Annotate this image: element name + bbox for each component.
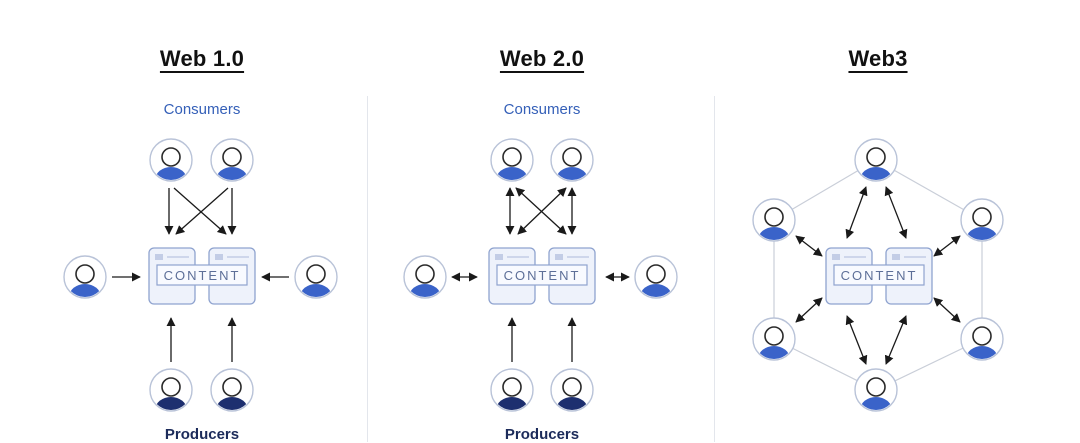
web2-consumer-right-icon bbox=[634, 255, 678, 299]
web3-arrow-bottom-a bbox=[845, 315, 868, 365]
web1-consumers-label: Consumers bbox=[163, 101, 241, 118]
content-label: CONTENT bbox=[504, 268, 581, 283]
web1-consumer-2-icon bbox=[210, 138, 254, 182]
web1-producer-2-icon bbox=[210, 368, 254, 412]
divider-right bbox=[714, 96, 715, 442]
web2-title: Web 2.0 bbox=[499, 46, 585, 71]
web1-producer-1-icon bbox=[149, 368, 193, 412]
web3-title: Web3 bbox=[848, 46, 908, 71]
page-header-block bbox=[495, 254, 503, 260]
web3-arrow-top-b bbox=[884, 186, 908, 239]
web1-arrow-c2-cross bbox=[175, 187, 229, 235]
web2-consumer-1-icon bbox=[490, 138, 534, 182]
web1-content-box: CONTENT bbox=[148, 247, 256, 305]
web1-consumer-left-icon bbox=[63, 255, 107, 299]
web1-consumer-right-icon bbox=[294, 255, 338, 299]
content-label: CONTENT bbox=[841, 268, 918, 283]
web3-node-upper-right-icon bbox=[960, 198, 1004, 242]
web3-arrow-upper-right bbox=[933, 235, 961, 257]
web2-producers-label: Producers bbox=[504, 426, 580, 443]
page-header-block bbox=[215, 254, 223, 260]
page-header-block bbox=[832, 254, 840, 260]
page-header-block bbox=[892, 254, 900, 260]
web2-consumers-label: Consumers bbox=[503, 101, 581, 118]
web3-node-lower-left-icon bbox=[752, 317, 796, 361]
web1-producers-label: Producers bbox=[164, 426, 240, 443]
web3-arrow-bottom-b bbox=[884, 315, 908, 365]
divider-left bbox=[367, 96, 368, 442]
web2-content-box: CONTENT bbox=[488, 247, 596, 305]
web3-arrow-upper-left bbox=[795, 235, 823, 257]
web1-arrow-c1-cross bbox=[173, 187, 227, 235]
web2-arrow-c2-cross bbox=[517, 187, 567, 235]
content-label-box bbox=[833, 264, 925, 286]
web2-producer-1-icon bbox=[490, 368, 534, 412]
web3-node-upper-left-icon bbox=[752, 198, 796, 242]
web2-consumer-left-icon bbox=[403, 255, 447, 299]
web3-node-bottom-icon bbox=[854, 368, 898, 412]
web2-consumer-2-icon bbox=[550, 138, 594, 182]
web3-arrow-lower-right bbox=[933, 297, 961, 323]
web3-content-box: CONTENT bbox=[825, 247, 933, 305]
web3-arrow-top-a bbox=[845, 186, 868, 239]
web1-title: Web 1.0 bbox=[159, 46, 245, 71]
web2-producer-2-icon bbox=[550, 368, 594, 412]
page-header-block bbox=[555, 254, 563, 260]
web3-node-top-icon bbox=[854, 138, 898, 182]
content-label: CONTENT bbox=[164, 268, 241, 283]
page-header-block bbox=[155, 254, 163, 260]
web1-consumer-1-icon bbox=[149, 138, 193, 182]
web3-node-lower-right-icon bbox=[960, 317, 1004, 361]
content-label-box bbox=[156, 264, 248, 286]
content-label-box bbox=[496, 264, 588, 286]
web3-arrow-lower-left bbox=[795, 297, 823, 323]
